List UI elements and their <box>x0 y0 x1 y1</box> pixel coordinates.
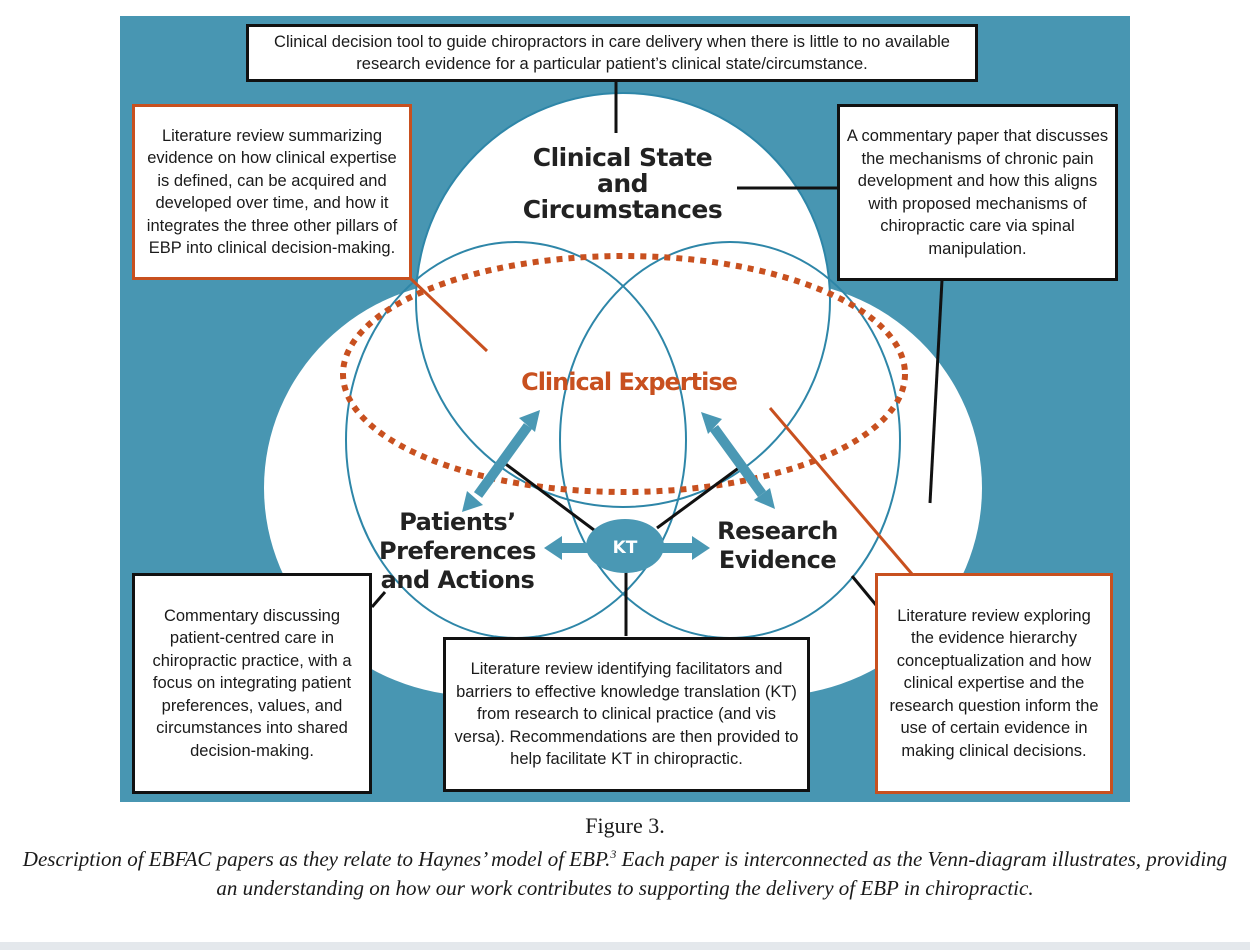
arrow-right-double <box>701 412 775 509</box>
label-clinical-state-line3: Circumstances <box>522 195 723 224</box>
box-clinical-decision-tool-text: Clinical decision tool to guide chiropra… <box>274 32 950 74</box>
venn-figure: KT Clinical Expertise Clinical State and… <box>120 16 1130 802</box>
label-clinical-state-line1: Clinical State <box>532 143 713 172</box>
label-clinical-state: Clinical State and Circumstances <box>500 145 745 223</box>
arrow-left-double <box>462 410 540 512</box>
box-evidence-hierarchy: Literature review exploring the evidence… <box>875 573 1113 794</box>
figure-caption: Figure 3. Description of EBFAC papers as… <box>0 810 1250 903</box>
box-patient-centred-care: Commentary discussing patient-centred ca… <box>132 573 372 794</box>
kt-label: KT <box>613 538 638 558</box>
label-patients-line1: Patients’ <box>399 508 516 536</box>
caption-text-part1: Description of EBFAC papers as they rela… <box>22 847 611 871</box>
clinical-expertise-ellipse <box>340 253 908 495</box>
box-patient-centred-care-text: Commentary discussing patient-centred ca… <box>152 606 352 760</box>
connector-kt-right <box>656 465 741 530</box>
box-chronic-pain-commentary-text: A commentary paper that discusses the me… <box>846 127 1109 258</box>
figure-number: Figure 3. <box>585 813 665 838</box>
connector-bottom-right-orange <box>768 407 914 575</box>
connector-bottom-left <box>370 591 387 608</box>
label-research-evidence: Research Evidence <box>705 517 850 575</box>
box-clinical-decision-tool: Clinical decision tool to guide chiropra… <box>246 24 978 82</box>
connector-kt-left <box>502 460 595 532</box>
arrow-kt-right <box>660 536 710 560</box>
box-knowledge-translation: Literature review identifying facilitato… <box>443 637 810 792</box>
box-clinical-expertise-review-text: Literature review summarizing evidence o… <box>146 126 398 258</box>
arrow-kt-left <box>544 536 590 560</box>
connector-lines <box>370 80 944 636</box>
kt-ellipse <box>586 519 664 573</box>
connector-right-vertical <box>928 279 944 504</box>
page-bottom-bar <box>0 942 1250 950</box>
label-research-line1: Research <box>717 517 838 545</box>
caption-citation[interactable]: 3 <box>610 847 617 861</box>
orange-connector-lines <box>408 276 914 575</box>
caption-text-part2: Each paper is interconnected as the Venn… <box>216 847 1228 900</box>
kt-arrows <box>462 410 775 573</box>
box-chronic-pain-commentary: A commentary paper that discusses the me… <box>837 104 1118 281</box>
clinical-expertise-label: Clinical Expertise <box>521 368 738 396</box>
label-patients-preferences: Patients’ Preferences and Actions <box>370 508 545 595</box>
label-research-line2: Evidence <box>718 546 837 574</box>
top-circle-fill <box>416 93 830 507</box>
box-evidence-hierarchy-text: Literature review exploring the evidence… <box>889 606 1099 760</box>
label-patients-line2: Preferences <box>379 537 536 565</box>
connector-bottom-right <box>850 575 878 606</box>
label-patients-line3: and Actions <box>380 566 535 594</box>
label-clinical-state-line2: and <box>596 169 649 198</box>
connector-top-left-orange <box>408 276 489 353</box>
box-knowledge-translation-text: Literature review identifying facilitato… <box>454 660 799 769</box>
box-clinical-expertise-review: Literature review summarizing evidence o… <box>132 104 412 280</box>
figure-description: Description of EBFAC papers as they rela… <box>15 840 1235 903</box>
top-circle-outline <box>415 92 831 508</box>
